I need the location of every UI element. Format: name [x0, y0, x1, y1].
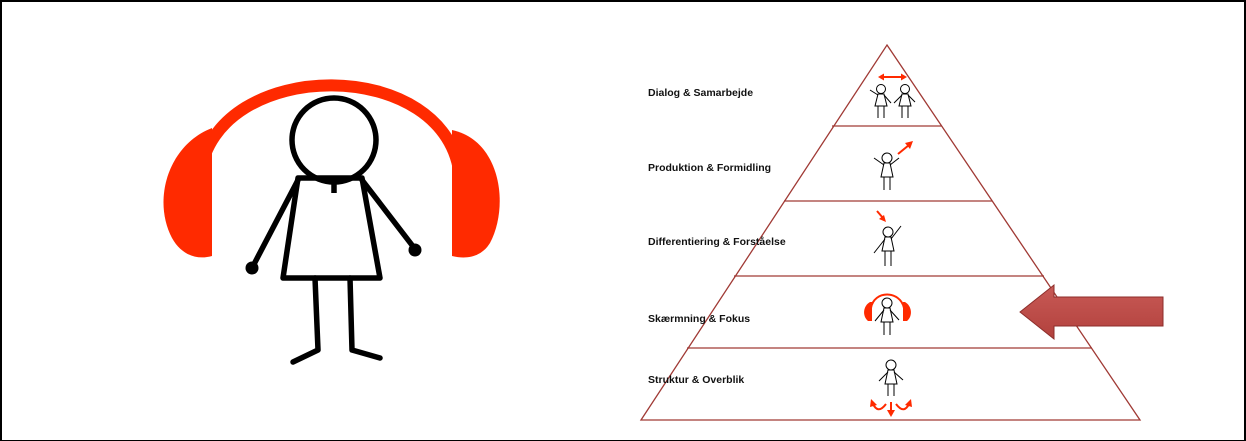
figure-arrow-in-icon: [873, 210, 902, 266]
two-figures-arrow-icon: [869, 73, 916, 118]
pyramid-outline: [639, 43, 1142, 421]
headphones-band: [194, 79, 466, 184]
figure-arrows-down-icon: [870, 359, 912, 417]
person-with-headphones-icon: [163, 79, 500, 365]
pyramid-level-label-1: Dialog & Samarbejde: [648, 87, 753, 99]
pyramid-level-label-3: Differentiering & Forståelse: [648, 236, 786, 248]
headphones-right-cup: [452, 130, 500, 258]
pyramid-level-label-2: Produktion & Formidling: [648, 162, 771, 174]
pyramid-diagram: Dialog & Samarbejde Produktion & Formidl…: [639, 43, 1142, 421]
figure-head: [289, 95, 379, 185]
pyramid-level-label-5: Struktur & Overblik: [648, 374, 744, 386]
figure-arrow-out-icon: [873, 141, 913, 190]
pyramid-level-label-4: Skærmning & Fokus: [648, 313, 750, 325]
figure-body: [280, 175, 383, 281]
left-arrow-icon: [1019, 283, 1164, 341]
figure-headphones-icon: [864, 293, 911, 335]
headphones-left-cup: [163, 128, 212, 258]
